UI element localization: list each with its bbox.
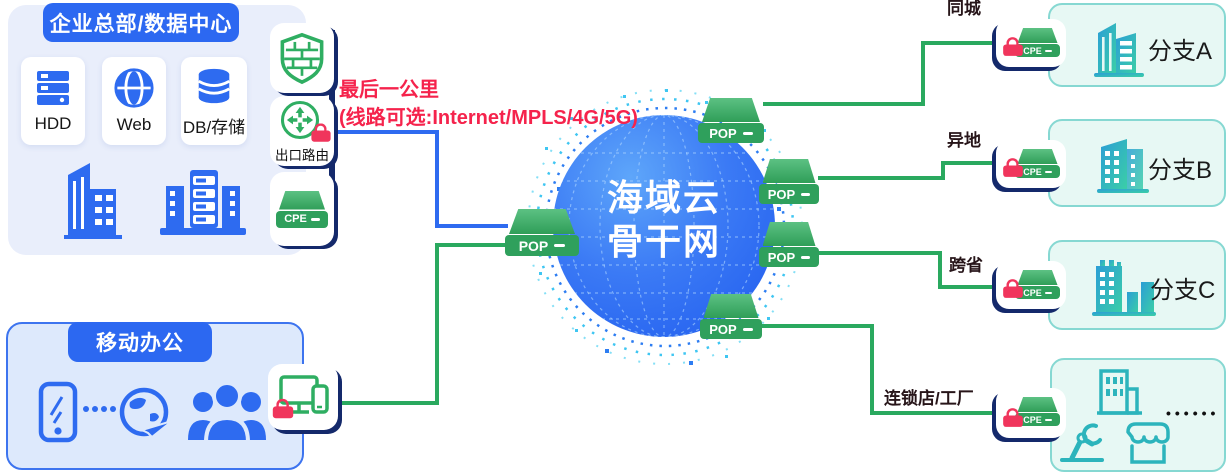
outline-building-icon (1097, 369, 1142, 415)
branch-c-name: 分支C (1150, 277, 1216, 304)
pop-node-left: POP (505, 209, 579, 256)
lock-icon (272, 398, 294, 419)
lock-icon (1003, 37, 1023, 56)
branch-b-name: 分支B (1148, 157, 1213, 184)
mobile-office-title: 移动办公 (68, 322, 212, 362)
branch-b-cpe-card: CPE (996, 140, 1066, 188)
chain-store-cpe-card: CPE (996, 388, 1066, 438)
branch-c-cpe-card: CPE (996, 261, 1066, 309)
chain-store-panel (1050, 358, 1226, 472)
hq-title: 企业总部/数据中心 (43, 3, 239, 42)
hdd-card: HDD (21, 57, 85, 145)
db-label: DB/存储 (182, 117, 246, 137)
hq-cpe-card: CPE (270, 172, 334, 246)
exit-router-label: 出口路由 (275, 147, 329, 163)
cpe-label: CPE (1023, 414, 1042, 425)
pop-label: POP (709, 321, 737, 337)
cpe-device: CPE (1015, 270, 1060, 299)
router-icon (280, 100, 320, 139)
pop-node-right-1: POP (759, 159, 819, 204)
web-card: Web (102, 57, 166, 145)
pop-label: POP (767, 186, 796, 202)
cpe-device: CPE (276, 190, 328, 228)
cpe-label: CPE (1023, 287, 1042, 298)
cpe-label: CPE (284, 213, 307, 225)
secure-terminal-icon (279, 375, 329, 414)
lock-icon (1003, 279, 1023, 298)
pop-label: POP (709, 125, 737, 141)
robot-arm-icon (1060, 423, 1104, 462)
link-label-chain-store: 连锁店/工厂 (884, 389, 974, 408)
firewall-card (270, 23, 334, 93)
last-mile-annotation: 最后一公里 (线路可选:Internet/MPLS/4G/5G) (339, 76, 638, 132)
web-label: Web (116, 115, 152, 134)
cpe-label: CPE (1023, 166, 1042, 177)
office-building-icon (64, 163, 122, 239)
backbone-title-line2: 骨干网 (606, 221, 721, 262)
firewall-shield-icon (280, 32, 324, 85)
smartphone-icon (38, 381, 78, 443)
lock-icon (311, 122, 331, 142)
backbone-title: 海域云 骨干网 (553, 176, 775, 264)
database-icon (198, 68, 230, 103)
server-icon (37, 71, 69, 105)
link-label-same-city: 同城 (947, 0, 981, 18)
branch-c-building-icon (1092, 260, 1156, 316)
more-branches-dots: •••••• (1166, 405, 1220, 421)
pop-node-top: POP (698, 98, 764, 143)
exit-router-card: 出口路由 (270, 96, 334, 166)
pop-node-right-2: POP (759, 222, 819, 267)
branch-a-cpe-card: CPE (996, 19, 1066, 67)
lock-icon (1003, 158, 1023, 177)
cpe-label: CPE (1023, 45, 1042, 56)
last-mile-line1: 最后一公里 (339, 79, 439, 101)
users-group-icon (188, 381, 266, 444)
globe-icon (114, 68, 154, 108)
link-label-remote: 异地 (947, 131, 981, 150)
db-card: DB/存储 (181, 57, 247, 145)
cpe-device: CPE (1015, 397, 1060, 426)
link-label-cross-province: 跨省 (949, 256, 983, 275)
pop-label: POP (767, 249, 796, 265)
branch-a-building-icon (1094, 23, 1144, 77)
lock-icon (1003, 408, 1023, 427)
backbone-title-line1: 海域云 (606, 177, 721, 218)
branch-a-name: 分支A (1148, 38, 1213, 65)
store-icon (1126, 422, 1170, 464)
cpe-device: CPE (1015, 28, 1060, 57)
mobile-cpe-card (268, 364, 338, 430)
dotted-link-icon (83, 406, 116, 412)
pop-node-bottom: POP (700, 294, 762, 339)
roaming-globe-icon (119, 387, 173, 439)
cpe-device: CPE (1015, 149, 1060, 178)
hdd-label: HDD (34, 114, 72, 133)
branch-b-building-icon (1097, 139, 1149, 193)
datacenter-building-icon (160, 170, 246, 235)
last-mile-line2: (线路可选:Internet/MPLS/4G/5G) (339, 107, 638, 129)
pop-label: POP (518, 237, 549, 254)
